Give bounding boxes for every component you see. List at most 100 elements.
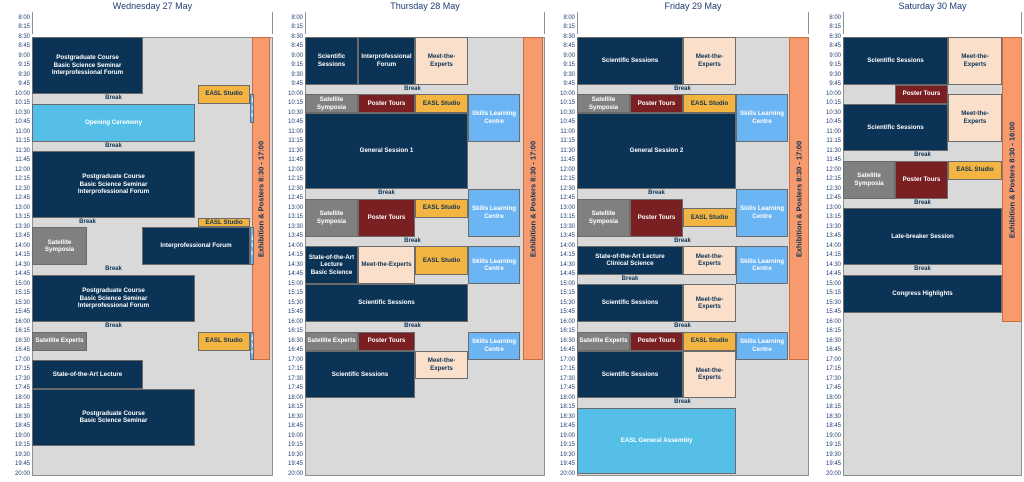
time-label: 11:15 bbox=[560, 138, 575, 144]
session-easl-studio[interactable]: EASL Studio bbox=[415, 246, 468, 275]
session-meet-the-experts[interactable]: Meet-the-Experts bbox=[683, 284, 736, 322]
time-label: 19:15 bbox=[14, 442, 30, 448]
session-poster-tours[interactable]: Poster Tours bbox=[630, 331, 683, 351]
time-label: 19:00 bbox=[559, 432, 575, 439]
session-state-of-the-art-lecture[interactable]: State-of-the-Art Lecture bbox=[32, 360, 143, 389]
session-postgraduate-course-basic-science-seminar-interprofessional-forum[interactable]: Postgraduate Course Basic Science Semina… bbox=[32, 151, 195, 218]
session-meet-the-experts[interactable]: Meet-the-Experts bbox=[415, 37, 468, 85]
time-label: 15:30 bbox=[14, 299, 30, 306]
session-satellite-experts[interactable]: Satellite Experts bbox=[577, 331, 630, 351]
session-easl-studio[interactable]: EASL Studio bbox=[683, 331, 736, 351]
session-meet-the-experts[interactable]: Meet-the-Experts bbox=[683, 246, 736, 275]
time-label: 19:45 bbox=[559, 461, 575, 467]
session-general-session-2[interactable]: General Session 2 bbox=[577, 113, 736, 189]
session-easl-studio[interactable]: EASL Studio bbox=[198, 84, 250, 104]
session-easl-studio[interactable]: EASL Studio bbox=[415, 198, 468, 218]
session-skills-learning-centre[interactable]: Skills Learning Centre bbox=[736, 189, 788, 237]
time-label: 9:15 bbox=[829, 62, 841, 68]
session-easl-studio[interactable]: EASL Studio bbox=[198, 331, 250, 351]
time-label: 10:45 bbox=[559, 119, 575, 125]
session-poster-tours[interactable]: Poster Tours bbox=[895, 84, 948, 104]
session-opening-ceremony[interactable]: Opening Ceremony bbox=[32, 103, 195, 142]
session-skills-learning-centre[interactable]: Skills Learning Centre bbox=[736, 94, 788, 142]
session-label: General Session 2 bbox=[629, 147, 684, 155]
session-skills-learning-centre[interactable]: Skills Learning Centre bbox=[250, 331, 254, 360]
session-satellite-symposia[interactable]: Satellite Symposia bbox=[305, 198, 358, 237]
exhibition-label: Exhibition & Posters 8:30 - 17:00 bbox=[256, 140, 266, 257]
time-label: 9:30 bbox=[829, 71, 841, 78]
session-satellite-symposia[interactable]: Satellite Symposia bbox=[577, 94, 630, 113]
time-label: 10:45 bbox=[287, 119, 303, 125]
session-satellite-experts[interactable]: Satellite Experts bbox=[32, 331, 87, 351]
session-scientific-sessions[interactable]: Scientific Sessions bbox=[305, 284, 468, 322]
break-label: Break bbox=[648, 190, 665, 197]
session-postgraduate-course-basic-science-seminar-interprofessional-forum[interactable]: Postgraduate Course Basic Science Semina… bbox=[32, 37, 143, 94]
time-label: 13:15 bbox=[287, 214, 303, 220]
session-state-of-the-art-lecture-clinical-science[interactable]: State-of-the-Art Lecture Clinical Scienc… bbox=[577, 246, 683, 275]
session-state-of-the-art-lecture-basic-science[interactable]: State-of-the-Art Lecture Basic Science bbox=[305, 246, 358, 284]
exhibition-posters-bar[interactable]: Exhibition & Posters 8:30 - 17:00 bbox=[252, 37, 270, 360]
session-interprofessional-forum[interactable]: Interprofessional Forum bbox=[358, 37, 415, 85]
session-satellite-experts[interactable]: Satellite Experts bbox=[305, 331, 358, 351]
session-interprofessional-forum[interactable]: Interprofessional Forum bbox=[142, 227, 250, 265]
time-label: 14:15 bbox=[14, 252, 30, 258]
session-poster-tours[interactable]: Poster Tours bbox=[358, 331, 415, 351]
session-postgraduate-course-basic-science-seminar[interactable]: Postgraduate Course Basic Science Semina… bbox=[32, 388, 195, 446]
session-skills-learning-centre[interactable]: Skills Learning Centre bbox=[250, 227, 254, 265]
session-scientific-sessions[interactable]: Scientific Sessions bbox=[305, 350, 415, 398]
time-label: 9:30 bbox=[563, 71, 575, 78]
session-satellite-symposia[interactable]: Satellite Symposia bbox=[305, 94, 358, 113]
session-congress-highlights[interactable]: Congress Highlights bbox=[843, 274, 1002, 313]
exhibition-posters-bar[interactable]: Exhibition & Posters 8:30 - 17:00 bbox=[523, 37, 543, 360]
session-scientific-sessions[interactable]: Scientific Sessions bbox=[577, 284, 683, 322]
exhibition-posters-bar[interactable]: Exhibition & Posters 8:30 - 17:00 bbox=[789, 37, 809, 360]
session-meet-the-experts[interactable]: Meet-the-Experts bbox=[948, 37, 1002, 85]
session-poster-tours[interactable]: Poster Tours bbox=[358, 198, 415, 237]
session-easl-general-assembly[interactable]: EASL General Assembly bbox=[577, 407, 736, 474]
session-scientific-sessions[interactable]: Scientific Sessions bbox=[305, 37, 358, 85]
time-label: 11:45 bbox=[288, 157, 303, 163]
session-poster-tours[interactable]: Poster Tours bbox=[630, 198, 683, 237]
session-label: Meet-the-Experts bbox=[961, 110, 989, 125]
session-label: Meet-the-Experts bbox=[695, 53, 724, 68]
session-skills-learning-centre[interactable]: Skills Learning Centre bbox=[250, 94, 254, 123]
session-satellite-symposia[interactable]: Satellite Symposia bbox=[577, 198, 630, 237]
session-meet-the-experts[interactable]: Meet-the-Experts bbox=[415, 350, 468, 379]
session-skills-learning-centre[interactable]: Skills Learning Centre bbox=[468, 94, 520, 142]
time-label: 10:15 bbox=[287, 100, 303, 106]
session-meet-the-experts[interactable]: Meet-the-Experts bbox=[948, 94, 1002, 142]
session-scientific-sessions[interactable]: Scientific Sessions bbox=[577, 37, 683, 85]
session-skills-learning-centre[interactable]: Skills Learning Centre bbox=[736, 331, 788, 360]
session-label: Skills Learning Centre bbox=[471, 110, 516, 125]
session-poster-tours[interactable]: Poster Tours bbox=[895, 160, 948, 199]
session-scientific-sessions[interactable]: Scientific Sessions bbox=[843, 103, 948, 151]
session-easl-studio[interactable]: EASL Studio bbox=[415, 94, 468, 113]
session-scientific-sessions[interactable]: Scientific Sessions bbox=[843, 37, 948, 85]
session-easl-studio[interactable]: EASL Studio bbox=[683, 94, 736, 113]
time-label: 13:15 bbox=[825, 214, 841, 220]
session-easl-studio[interactable]: EASL Studio bbox=[198, 217, 250, 227]
session-poster-tours[interactable]: Poster Tours bbox=[630, 94, 683, 113]
session-postgraduate-course-basic-science-seminar-interprofessional-forum[interactable]: Postgraduate Course Basic Science Semina… bbox=[32, 274, 195, 322]
session-scientific-sessions[interactable]: Scientific Sessions bbox=[577, 350, 683, 398]
session-skills-learning-centre[interactable]: Skills Learning Centre bbox=[468, 331, 520, 360]
session-skills-learning-centre[interactable]: Skills Learning Centre bbox=[468, 246, 520, 284]
session-skills-learning-centre[interactable]: Skills Learning Centre bbox=[468, 189, 520, 237]
session-late-breaker-session[interactable]: Late-breaker Session bbox=[843, 208, 1002, 265]
session-label: Skills Learning Centre bbox=[250, 234, 254, 257]
session-easl-studio[interactable]: EASL Studio bbox=[948, 160, 1002, 180]
time-label: 10:30 bbox=[559, 109, 575, 116]
time-label: 20:00 bbox=[825, 470, 841, 477]
session-general-session-1[interactable]: General Session 1 bbox=[305, 113, 468, 189]
session-meet-the-experts[interactable]: Meet-the-Experts bbox=[683, 37, 736, 85]
session-meet-the-experts[interactable]: Meet-the-Experts bbox=[358, 246, 415, 284]
session-easl-studio[interactable]: EASL Studio bbox=[683, 208, 736, 227]
session-skills-learning-centre[interactable]: Skills Learning Centre bbox=[736, 246, 788, 284]
session-poster-tours[interactable]: Poster Tours bbox=[358, 94, 415, 113]
exhibition-posters-bar[interactable]: Exhibition & Posters 8:30 - 16:00 bbox=[1002, 37, 1022, 322]
time-label: 15:45 bbox=[14, 309, 30, 315]
session-satellite-symposia[interactable]: Satellite Symposia bbox=[843, 160, 895, 199]
time-label: 10:30 bbox=[825, 109, 841, 116]
session-meet-the-experts[interactable]: Meet-the-Experts bbox=[683, 350, 736, 398]
session-satellite-symposia[interactable]: Satellite Symposia bbox=[32, 227, 87, 265]
